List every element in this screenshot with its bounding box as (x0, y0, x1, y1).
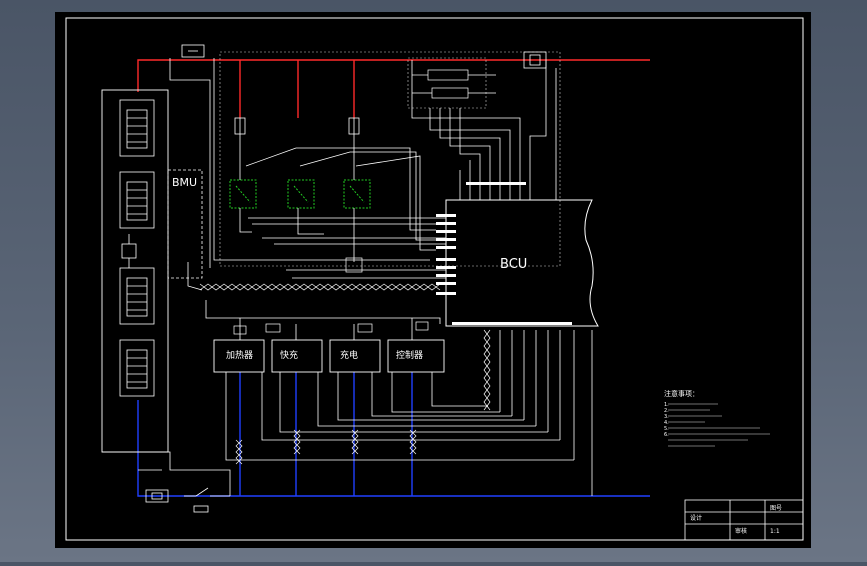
relay-fast-charge (287, 179, 315, 209)
bcu-pin-labels (436, 182, 572, 325)
battery-module-4 (119, 339, 155, 397)
module-charge: 充电 (329, 339, 381, 373)
module-connectors (233, 257, 429, 335)
note-line-1: 1. (664, 402, 669, 408)
sheet-border (65, 17, 804, 541)
wiring-network (102, 58, 593, 496)
note-line-2: 2. (664, 408, 669, 414)
bmu-box (167, 169, 203, 279)
battery-module-2 (119, 171, 155, 229)
drawing-sheet (55, 12, 811, 548)
battery-module-1 (119, 99, 155, 157)
bottom-switch (184, 487, 230, 513)
module-controller: 控制器 (387, 339, 445, 373)
controller-label: 控制器 (396, 349, 423, 361)
charge-label: 充电 (340, 349, 358, 361)
precharge-circuit (412, 69, 496, 99)
battery-module-3 (119, 267, 155, 325)
note-line-3: 3. (664, 414, 669, 420)
relay-main (343, 179, 371, 209)
heater-label: 加热器 (226, 349, 253, 361)
top-connector (181, 44, 205, 58)
bcu-label: BCU (500, 257, 527, 272)
notes-title: 注意事项： (664, 389, 699, 398)
bottom-shunt (145, 489, 169, 503)
note-line-4: 4. (664, 420, 669, 426)
can-harness (199, 283, 491, 465)
note-line-5: 5. (664, 426, 669, 432)
signal-harness-frame (219, 51, 561, 267)
hv-positive-bus (137, 59, 650, 118)
service-disconnect (121, 234, 137, 268)
module-heater: 加热器 (213, 339, 265, 373)
fast-charge-label: 快充 (280, 349, 298, 361)
bmu-label: BMU (172, 176, 197, 189)
notes-block: 注意事项： (664, 389, 770, 447)
note-line-6: 6. (664, 432, 669, 438)
title-block-designer: 设计 (690, 514, 702, 522)
bcu-outline (445, 199, 599, 327)
relay-heater (229, 179, 257, 209)
title-block (684, 499, 804, 541)
title-block-scale: 1:1 (770, 528, 780, 535)
title-block-checker: 审核 (735, 527, 747, 535)
title-block-drawing-no: 图号 (770, 505, 782, 512)
module-fast-charge: 快充 (271, 339, 323, 373)
